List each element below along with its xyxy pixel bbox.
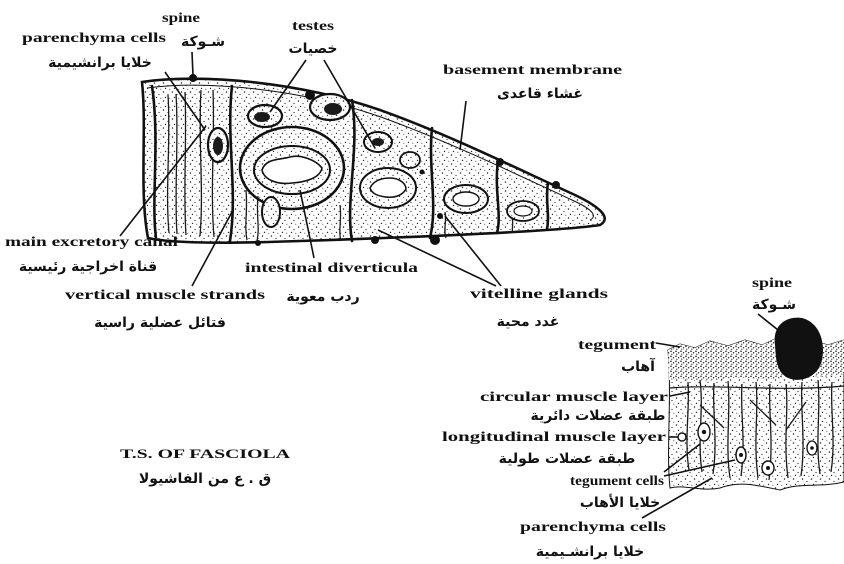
detail-label-spine-ar: شـوكة: [752, 297, 796, 313]
label-vertical-muscle-strands: vertical muscle strands: [65, 287, 265, 302]
detail-label-tegument-ar: آهاب: [621, 357, 656, 375]
caption-title: T.S. OF FASCIOLA: [120, 446, 291, 461]
longitudinal-marker: [678, 433, 686, 441]
caption-title-ar: ق . ع من الفاشيولا: [139, 471, 271, 487]
label-intestinal-diverticula-ar: ردب معوية: [286, 289, 359, 305]
detail-label-tegument-cells-ar: خلايا الأهاب: [580, 494, 660, 511]
label-spine: spine: [162, 10, 200, 25]
label-parenchyma-cells: parenchyma cells: [22, 30, 166, 45]
label-testes-ar: خصيات: [289, 41, 338, 57]
label-vertical-muscle-strands-ar: فتائل عضلية راسية: [94, 315, 226, 331]
label-basement-membrane-ar: غشاء قاعدى: [497, 86, 583, 102]
label-main-excretory-canal: main excretory canal: [5, 234, 178, 249]
label-spine-ar: شـوكة: [181, 34, 225, 50]
label-testes: testes: [292, 18, 334, 33]
figure-caption: T.S. OF FASCIOLA ق . ع من الفاشيولا: [120, 446, 291, 487]
detail-label-circular-muscle-layer-ar: طبقة عضلات دائرية: [531, 408, 666, 424]
detail-label-tegument: tegument: [578, 337, 657, 352]
compartment-wall: [547, 183, 548, 229]
label-vitelline-glands: vitelline glands: [470, 286, 608, 301]
label-parenchyma-cells-ar: خلايا برانشيمية: [48, 55, 152, 71]
spine-shape: [775, 318, 823, 380]
detail-label-longitudinal-muscle-layer: longitudinal muscle layer: [442, 429, 666, 444]
detail-label-parenchyma-cells-ar: خلايا برانشـيمية: [536, 544, 644, 560]
detail-label-longitudinal-muscle-layer-ar: طبقة عضلات طولية: [499, 451, 636, 467]
label-intestinal-diverticula: intestinal diverticula: [245, 260, 418, 275]
body-wall-detail: [668, 318, 844, 490]
detail-label-spine: spine: [752, 275, 792, 290]
label-vitelline-glands-ar: غدد محية: [497, 314, 560, 330]
detail-label-circular-muscle-layer: circular muscle layer: [480, 389, 668, 404]
label-main-excretory-canal-ar: قناة اخراجية رئيسية: [19, 259, 157, 275]
detail-label-tegument-cells: tegument cells: [570, 473, 664, 488]
label-basement-membrane: basement membrane: [443, 62, 622, 77]
detail-label-parenchyma-cells: parenchyma cells: [520, 519, 666, 534]
